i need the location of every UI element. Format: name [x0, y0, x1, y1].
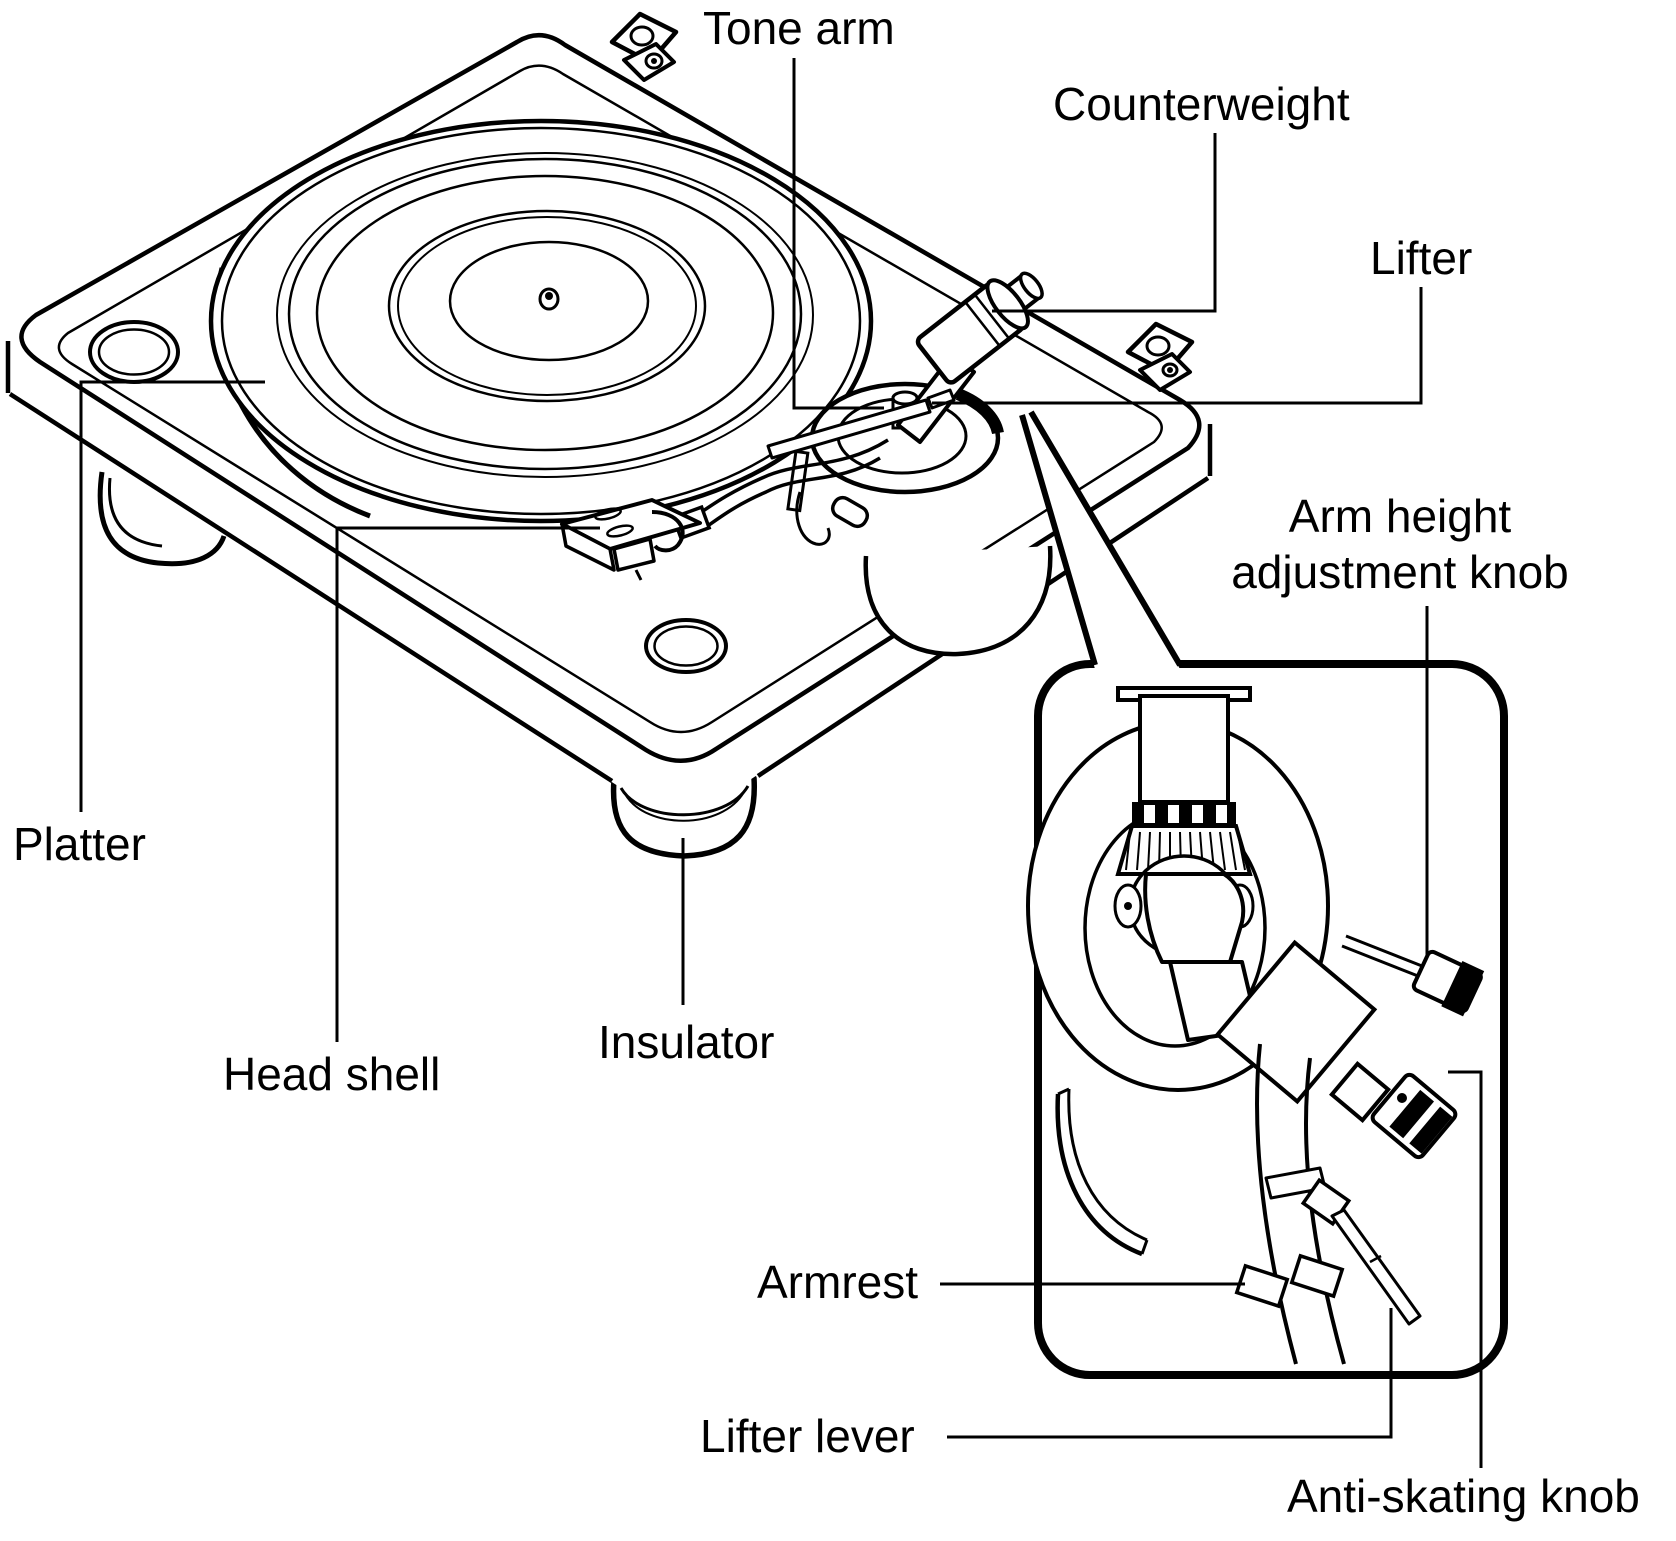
label-lifter: Lifter	[1370, 232, 1472, 284]
label-counterweight: Counterweight	[1053, 78, 1350, 130]
label-arm-height-line1: Arm height	[1289, 490, 1512, 542]
anti-skating-knob-part	[1370, 1072, 1458, 1160]
leader-lifter	[932, 287, 1423, 405]
label-head-shell: Head shell	[223, 1048, 440, 1100]
leader-head-shell	[335, 526, 600, 1042]
inset-leader-lines	[940, 606, 1483, 1468]
counterweight-part	[915, 271, 1044, 385]
corner-oval-front	[644, 618, 728, 674]
pillar-shaft	[1138, 694, 1230, 804]
label-lifter-lever: Lifter lever	[700, 1410, 915, 1462]
label-insulator: Insulator	[598, 1016, 774, 1068]
headshell-part	[560, 498, 712, 581]
leader-platter	[79, 380, 265, 812]
tonearm-front-tube	[696, 438, 889, 517]
leader-lifter-lever	[947, 1308, 1393, 1439]
dust-cover-hinge-right	[1125, 321, 1195, 392]
leader-anti-skating	[1448, 1070, 1483, 1468]
arm-height-knob-part	[1411, 949, 1485, 1017]
tonearm-base-pod	[863, 545, 1053, 657]
label-arm-height-line2: adjustment knob	[1231, 546, 1569, 598]
base-crescent	[955, 388, 1004, 435]
leader-counterweight	[992, 133, 1217, 313]
zoom-cone	[1019, 410, 1183, 669]
tonearm-part	[560, 271, 1044, 581]
gimbal-housing	[1143, 872, 1246, 964]
label-tone-arm: Tone arm	[703, 2, 895, 54]
height-scale-ring	[1115, 824, 1253, 876]
dust-cover-hinge-back	[609, 11, 679, 82]
lifter-part	[766, 398, 932, 460]
leader-tone-arm	[792, 58, 884, 410]
insulator-foot-left	[97, 471, 227, 567]
platter-part	[208, 118, 874, 524]
armrest-part	[1234, 1263, 1290, 1309]
leader-lines	[79, 58, 1423, 1042]
label-platter: Platter	[13, 818, 146, 870]
label-anti-skating: Anti-skating knob	[1287, 1470, 1640, 1522]
insulator-foot-rim	[619, 785, 750, 822]
inset-detail	[1026, 686, 1485, 1365]
label-armrest: Armrest	[757, 1256, 918, 1308]
